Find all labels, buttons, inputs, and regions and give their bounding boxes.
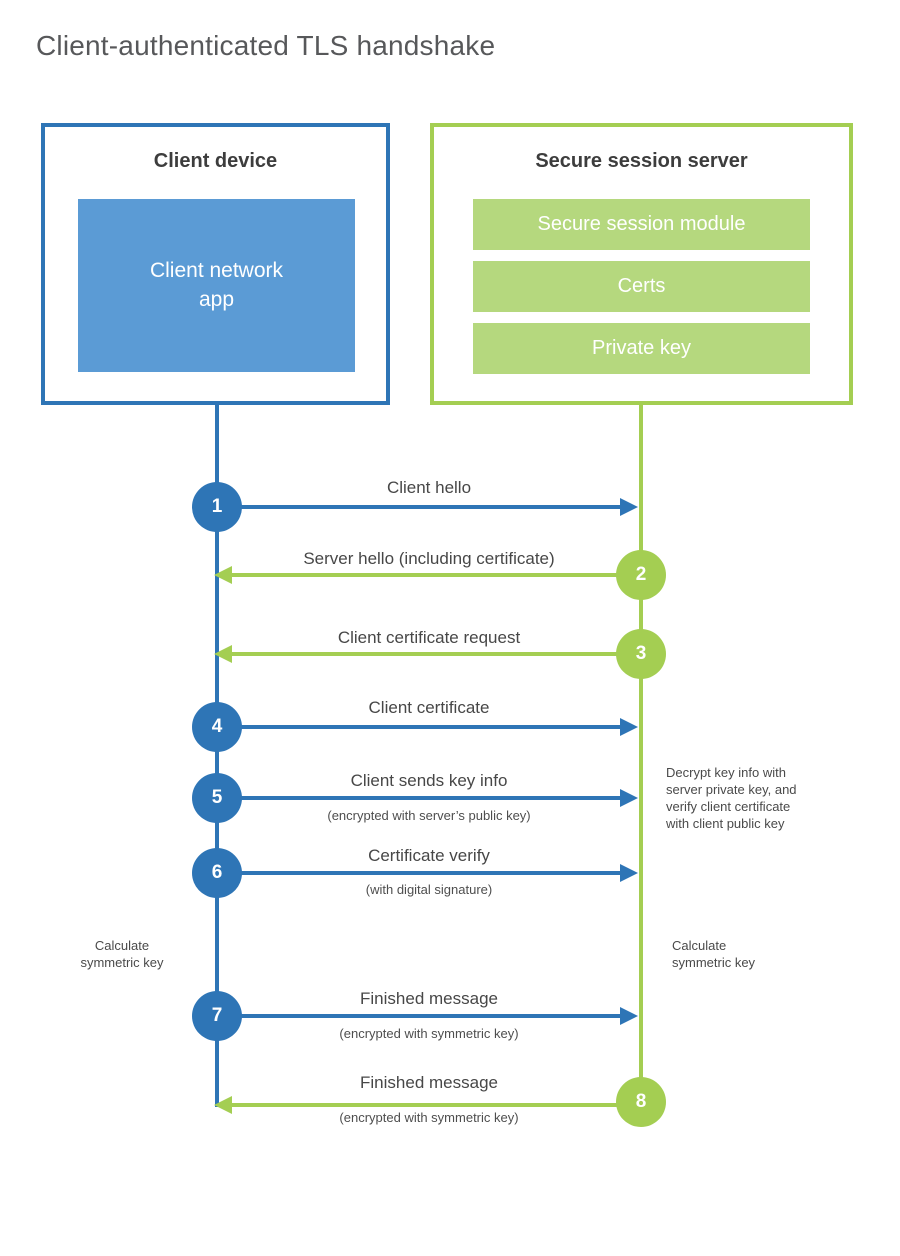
step-badge-3: 3: [616, 629, 666, 679]
client-lifeline: [215, 405, 219, 1107]
message-2-label: Server hello (including certificate): [303, 549, 555, 568]
message-7-sublabel: (encrypted with symmetric key): [339, 1026, 519, 1041]
note-decrypt-key-info: Decrypt key info with server private key…: [666, 765, 797, 832]
arrow-right-icon: [620, 789, 638, 807]
server-module-private-key: Private key: [473, 323, 810, 374]
arrow-right-icon: [620, 864, 638, 882]
arrow-line: [240, 796, 624, 800]
message-4-label: Client certificate: [368, 698, 490, 717]
client-device-heading: Client device: [153, 150, 278, 172]
message-5-sublabel: (encrypted with server’s public key): [327, 808, 531, 823]
server-lifeline: [639, 405, 643, 1102]
arrow-left-icon: [214, 1096, 232, 1114]
note-calculate-symmetric-key-client: Calculate symmetric key: [80, 938, 164, 971]
arrow-line: [240, 505, 624, 509]
client-network-app-box: Client network app: [78, 199, 355, 372]
message-5-label: Client sends key info: [350, 771, 508, 790]
page-title: Client-authenticated TLS handshake: [36, 30, 496, 61]
note-calculate-symmetric-key-server: Calculate symmetric key: [672, 938, 756, 971]
step-badge-1: 1: [192, 482, 242, 532]
step-badge-2: 2: [616, 550, 666, 600]
arrow-line: [240, 871, 624, 875]
server-module-certs: Certs: [473, 261, 810, 312]
arrow-left-icon: [214, 645, 232, 663]
arrow-left-icon: [214, 566, 232, 584]
message-3-label: Client certificate request: [337, 628, 521, 647]
message-8-label: Finished message: [360, 1073, 498, 1092]
message-6-sublabel: (with digital signature): [365, 882, 493, 897]
arrow-line: [240, 1014, 624, 1018]
arrow-line: [230, 573, 618, 577]
server-module-secure-session: Secure session module: [473, 199, 810, 250]
message-7-label: Finished message: [360, 989, 498, 1008]
step-badge-7: 7: [192, 991, 242, 1041]
step-badge-6: 6: [192, 848, 242, 898]
arrow-right-icon: [620, 718, 638, 736]
step-badge-5: 5: [192, 773, 242, 823]
arrow-line: [230, 652, 618, 656]
arrow-right-icon: [620, 1007, 638, 1025]
arrow-line: [240, 725, 624, 729]
secure-session-server-heading: Secure session server: [535, 150, 748, 172]
step-badge-8: 8: [616, 1077, 666, 1127]
message-8-sublabel: (encrypted with symmetric key): [339, 1110, 519, 1125]
arrow-right-icon: [620, 498, 638, 516]
step-badge-4: 4: [192, 702, 242, 752]
message-6-label: Certificate verify: [368, 846, 490, 865]
arrow-line: [230, 1103, 618, 1107]
message-1-label: Client hello: [386, 478, 472, 497]
